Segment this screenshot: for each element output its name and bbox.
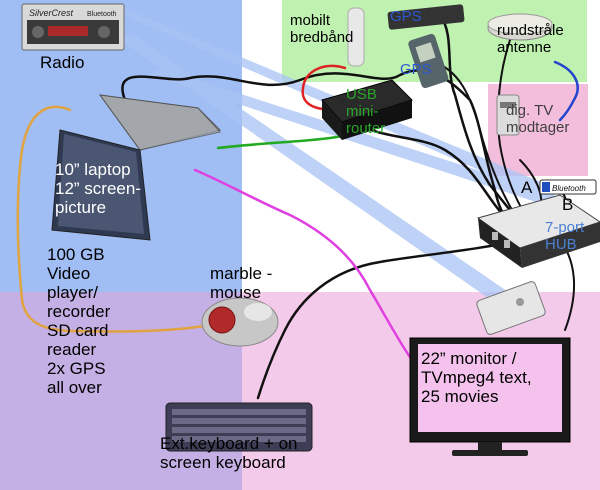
tv-receiver-device bbox=[496, 94, 520, 136]
laptop-label: 10” laptop 12” screen- picture bbox=[55, 160, 141, 218]
magenta-cable-laptop-monitor bbox=[193, 168, 412, 359]
radio-device bbox=[21, 3, 125, 51]
keyboard-device bbox=[165, 402, 313, 452]
monitor-device bbox=[409, 337, 571, 456]
radio-brand-label: SilverCrest bbox=[29, 8, 74, 18]
remote-control-device bbox=[476, 281, 546, 335]
usb-mini-router-device bbox=[321, 79, 413, 140]
marble-mouse-device bbox=[201, 297, 279, 347]
port-a-label: A bbox=[521, 178, 533, 197]
orange-cable-laptop-mouse bbox=[16, 105, 212, 333]
gps-device-2 bbox=[408, 33, 449, 89]
bluetooth-dongle bbox=[539, 179, 597, 195]
gps-device-1 bbox=[387, 4, 465, 30]
mobile-broadband-stick bbox=[347, 7, 365, 67]
tv-receiver-label: dig. TV modtager bbox=[506, 102, 570, 136]
blue-cable-antenna-tvreceiver bbox=[553, 60, 579, 122]
laptop-specs-label: 100 GB Video player/ recorder SD card re… bbox=[47, 245, 111, 398]
black-cable-gps2-hub bbox=[429, 59, 516, 216]
radio-label: Radio bbox=[40, 53, 85, 72]
bt-dongle-label: Bluetooth bbox=[552, 184, 586, 193]
mouse-label: marble - mouse bbox=[210, 264, 273, 303]
usb-hub-device bbox=[476, 194, 600, 268]
gps-label-1: GPS bbox=[390, 8, 422, 25]
mobile-broadband-label: mobilt bredbånd bbox=[290, 12, 354, 46]
antenna-label: rundstråle antenne bbox=[497, 22, 564, 56]
monitor-label: 22” monitor / TVmpeg4 text, 25 movies bbox=[421, 349, 532, 407]
radio-bt-label: Bluetooth bbox=[87, 11, 117, 18]
black-cable-gps-hub bbox=[438, 13, 524, 227]
hub-label: 7-port HUB bbox=[545, 219, 585, 253]
port-b-label: B bbox=[562, 195, 574, 214]
red-cable-broadband-router bbox=[301, 64, 347, 111]
black-cable-laptop-hub bbox=[121, 69, 522, 234]
black-cable-hub-keyboard bbox=[256, 236, 532, 400]
usb-router-label: USB mini- router bbox=[346, 86, 386, 137]
black-cable-antenna-hub bbox=[497, 39, 531, 223]
gps-label-2: GPS bbox=[400, 61, 432, 78]
laptop-device bbox=[51, 94, 221, 241]
keyboard-label: Ext.keyboard + on screen keyboard bbox=[160, 434, 298, 473]
antenna-device bbox=[487, 13, 553, 41]
